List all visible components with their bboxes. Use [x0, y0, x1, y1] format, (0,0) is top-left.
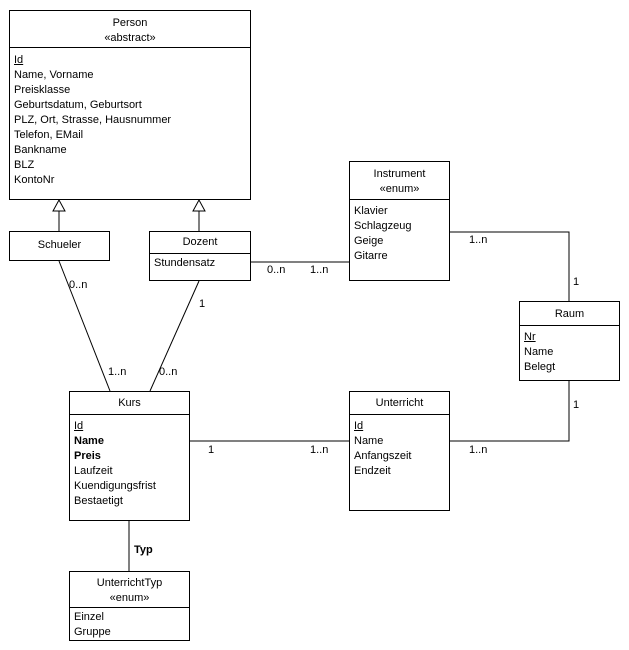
attribute: KontoNr: [14, 174, 55, 186]
multiplicity-dozent-kurs-source: 1: [199, 298, 206, 310]
association-instrument-raum: [450, 231, 570, 301]
class-schueler[interactable]: Schueler: [9, 231, 110, 261]
attribute: Telefon, EMail: [14, 129, 84, 141]
multiplicity-dozent-instrument-source: 0..n: [267, 264, 286, 276]
class-dozent-header: Dozent: [150, 232, 250, 254]
multiplicity-schueler-kurs-source: 0..n: [69, 279, 88, 291]
class-person-name: Person: [112, 17, 148, 29]
attribute: Klavier: [354, 205, 388, 217]
generalization-arrow-schueler: [52, 198, 66, 212]
attribute: Endzeit: [354, 465, 391, 477]
class-person-stereotype: «abstract»: [104, 32, 156, 44]
attribute: Id: [354, 420, 364, 432]
attribute: Geburtsdatum, Geburtsort: [14, 99, 142, 111]
class-instrument-attributes: Klavier Schlagzeug Geige Gitarre: [350, 200, 449, 264]
class-kurs-attributes: Id Name Preis Laufzeit Kuendigungsfrist …: [70, 415, 189, 509]
attribute: Id: [14, 54, 24, 66]
multiplicity-raum-unterricht-source: 1: [573, 399, 580, 411]
class-unterricht-name: Unterricht: [375, 397, 424, 409]
class-person-header: Person «abstract»: [10, 11, 250, 48]
class-schueler-name: Schueler: [37, 239, 82, 251]
class-unterrichttyp[interactable]: UnterrichtTyp «enum» Einzel Gruppe: [69, 571, 190, 641]
attribute: Bestaetigt: [74, 495, 123, 507]
class-dozent-attributes: Stundensatz: [150, 254, 250, 271]
class-dozent[interactable]: Dozent Stundensatz: [149, 231, 251, 281]
class-raum-attributes: Nr Name Belegt: [520, 326, 619, 375]
multiplicity-instrument-raum-target: 1: [573, 276, 580, 288]
multiplicity-kurs-unterricht-target: 1..n: [310, 444, 329, 456]
class-unterricht-header: Unterricht: [350, 392, 449, 415]
attribute: Laufzeit: [74, 465, 113, 477]
class-instrument-stereotype: «enum»: [379, 183, 420, 195]
multiplicity-raum-unterricht-target: 1..n: [469, 444, 488, 456]
class-unterricht-attributes: Id Name Anfangszeit Endzeit: [350, 415, 449, 479]
multiplicity-dozent-kurs-target: 0..n: [159, 366, 178, 378]
class-raum[interactable]: Raum Nr Name Belegt: [519, 301, 620, 381]
attribute: Gruppe: [74, 626, 111, 638]
attribute: Preisklasse: [14, 84, 71, 96]
attribute: Belegt: [524, 361, 556, 373]
class-unterrichttyp-stereotype: «enum»: [109, 592, 150, 604]
class-person-attributes: Id Name, Vorname Preisklasse Geburtsdatu…: [10, 48, 250, 188]
multiplicity-instrument-raum-source: 1..n: [469, 234, 488, 246]
attribute: Stundensatz: [154, 257, 216, 269]
attribute: Geige: [354, 235, 384, 247]
attribute: Kuendigungsfrist: [74, 480, 156, 492]
association-raum-unterricht: [450, 381, 570, 442]
generalization-arrow-dozent: [192, 198, 206, 212]
class-schueler-header: Schueler: [10, 232, 109, 253]
attribute: PLZ, Ort, Strasse, Hausnummer: [14, 114, 172, 126]
association-schueler-kurs: [58, 260, 111, 392]
class-raum-header: Raum: [520, 302, 619, 326]
attribute: Einzel: [74, 611, 104, 623]
attribute: Preis: [74, 450, 101, 462]
class-instrument[interactable]: Instrument «enum» Klavier Schlagzeug Gei…: [349, 161, 450, 281]
attribute: Nr: [524, 331, 536, 343]
attribute: Bankname: [14, 144, 67, 156]
class-dozent-name: Dozent: [182, 236, 218, 248]
multiplicity-kurs-unterricht-source: 1: [208, 444, 215, 456]
attribute: BLZ: [14, 159, 35, 171]
association-dozent-kurs: [149, 280, 200, 392]
class-unterrichttyp-header: UnterrichtTyp «enum»: [70, 572, 189, 608]
attribute: Id: [74, 420, 84, 432]
attribute: Name: [354, 435, 384, 447]
attribute: Name: [524, 346, 554, 358]
class-kurs-name: Kurs: [118, 397, 141, 409]
attribute: Name, Vorname: [14, 69, 94, 81]
association-label-typ: Typ: [134, 544, 153, 556]
class-kurs[interactable]: Kurs Id Name Preis Laufzeit Kuendigungsf…: [69, 391, 190, 521]
attribute: Anfangszeit: [354, 450, 412, 462]
multiplicity-dozent-instrument-target: 1..n: [310, 264, 329, 276]
class-person[interactable]: Person «abstract» Id Name, Vorname Preis…: [9, 10, 251, 200]
class-instrument-name: Instrument: [373, 168, 426, 180]
class-unterrichttyp-name: UnterrichtTyp: [96, 577, 163, 589]
class-kurs-header: Kurs: [70, 392, 189, 415]
multiplicity-schueler-kurs-target: 1..n: [108, 366, 127, 378]
class-unterricht[interactable]: Unterricht Id Name Anfangszeit Endzeit: [349, 391, 450, 511]
class-instrument-header: Instrument «enum»: [350, 162, 449, 200]
class-raum-name: Raum: [554, 308, 585, 320]
attribute: Schlagzeug: [354, 220, 412, 232]
attribute: Name: [74, 435, 104, 447]
attribute: Gitarre: [354, 250, 388, 262]
class-unterrichttyp-attributes: Einzel Gruppe: [70, 608, 189, 640]
